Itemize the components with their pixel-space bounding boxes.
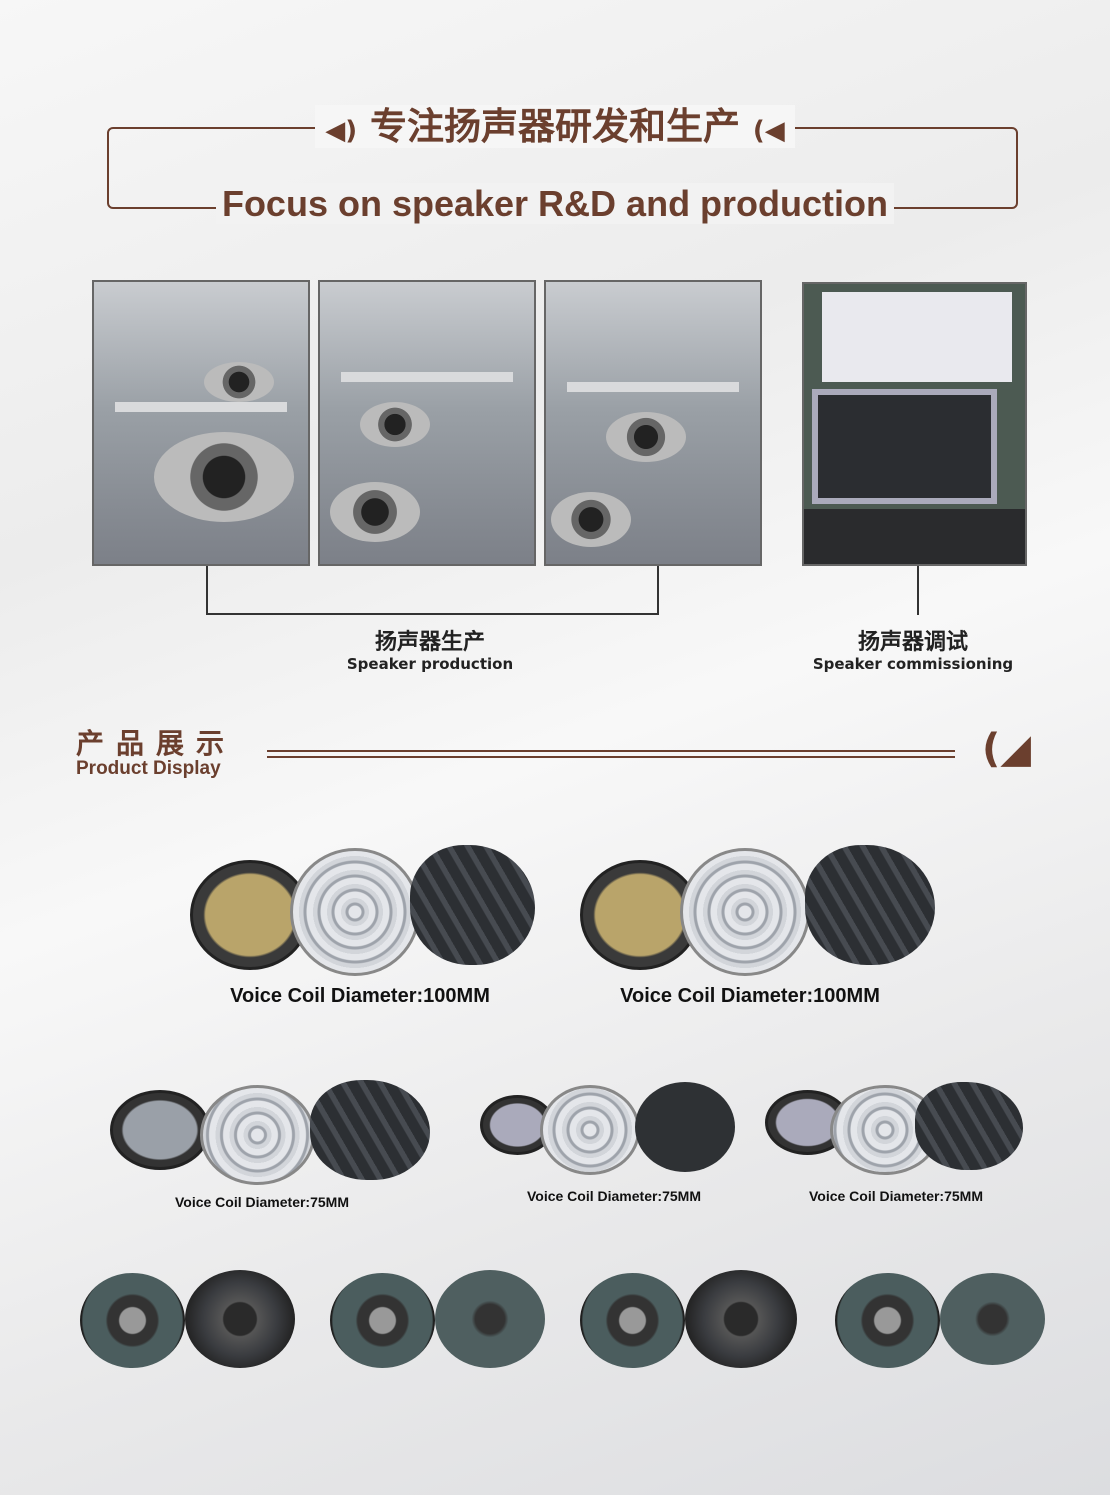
connector-line	[917, 566, 919, 615]
woofer-product	[835, 1268, 1045, 1368]
compression-driver-product	[755, 1080, 1025, 1180]
product-display-title-cn: 产品展示	[76, 727, 237, 760]
bracket-line	[206, 613, 659, 615]
divider-line	[267, 750, 955, 752]
header-title-cn: 专注扬声器研发和生产	[370, 105, 740, 148]
production-label-en: Speaker production	[346, 655, 514, 673]
speaker-sound-icon: (◢	[982, 726, 1032, 772]
product-label: Voice Coil Diameter:100MM	[620, 985, 880, 1007]
header-title-cn-wrap: ◀) 专注扬声器研发和生产 (◀	[0, 96, 1110, 150]
production-photo-3	[544, 280, 762, 566]
bracket-line	[657, 566, 659, 615]
divider-line	[267, 756, 955, 758]
compression-driver-product	[95, 1080, 440, 1190]
product-label: Voice Coil Diameter:75MM	[174, 1194, 349, 1210]
woofer-product	[80, 1268, 295, 1368]
woofer-product	[580, 1268, 800, 1368]
header-title-en-wrap: Focus on speaker R&D and production	[0, 183, 1110, 225]
product-label: Voice Coil Diameter:75MM	[526, 1188, 701, 1204]
production-photo-1	[92, 280, 310, 566]
product-display-title-en: Product Display	[76, 758, 221, 779]
speaker-sound-icon: ◀)	[325, 116, 358, 146]
compression-driver-product	[170, 840, 540, 980]
product-label: Voice Coil Diameter:100MM	[230, 985, 490, 1007]
bracket-line	[206, 566, 208, 615]
commissioning-label-en: Speaker commissioning	[812, 655, 1014, 673]
commissioning-label-cn: 扬声器调试	[857, 630, 968, 655]
production-photo-2	[318, 280, 536, 566]
commissioning-photo	[802, 282, 1027, 566]
header-title-en: Focus on speaker R&D and production	[215, 183, 895, 224]
compression-driver-product	[465, 1080, 740, 1180]
woofer-product	[330, 1268, 545, 1368]
compression-driver-product	[560, 840, 940, 980]
product-label: Voice Coil Diameter:75MM	[808, 1188, 983, 1204]
production-label-cn: 扬声器生产	[374, 630, 485, 655]
speaker-sound-icon: (◀	[752, 116, 785, 146]
